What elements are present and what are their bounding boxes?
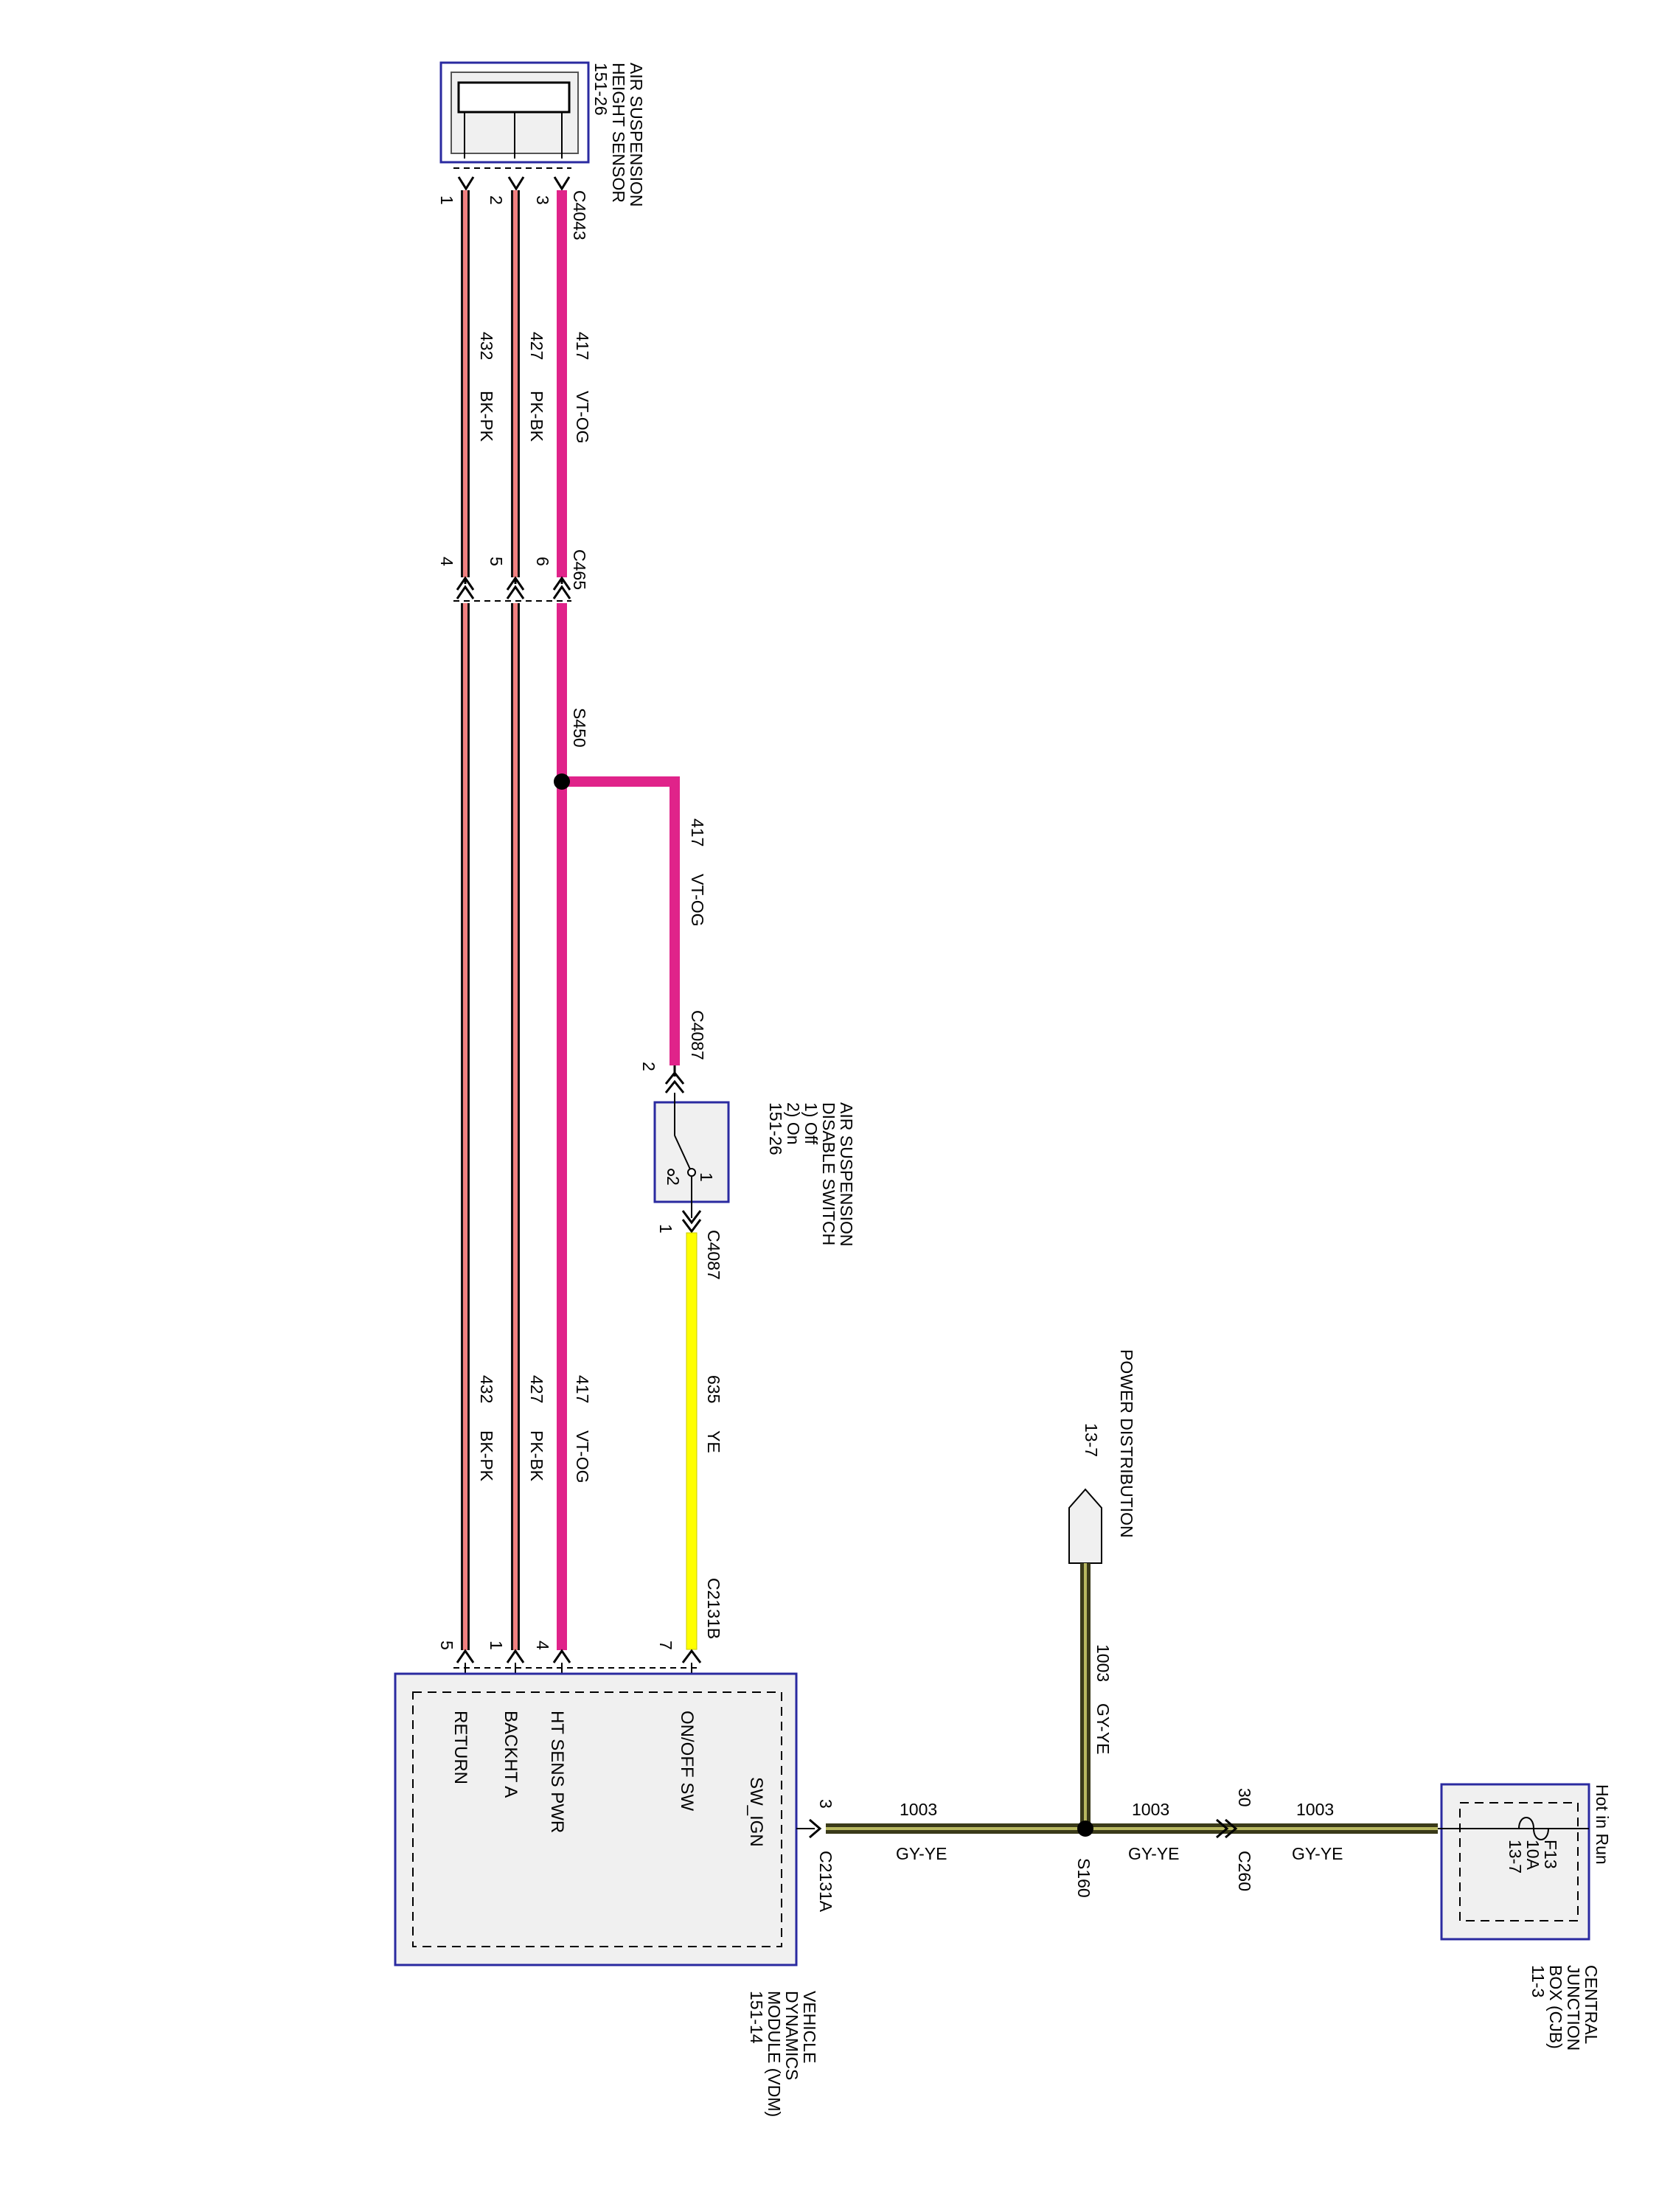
vdm-label: VEHICLE DYNAMICS MODULE (VDM) 151-14 <box>747 1991 819 2117</box>
c2131a-label: C2131A <box>816 1851 835 1913</box>
vdm-label-line-2: DYNAMICS <box>782 1991 801 2080</box>
disable-switch <box>653 1093 730 1218</box>
wire-1003-circuit-h3: 1003 <box>1296 1800 1334 1819</box>
wire-417-circuit-branch: 417 <box>688 818 707 846</box>
wire-1003-circuit-h1: 1003 <box>900 1800 937 1819</box>
power-dist-line-1: POWER DISTRIBUTION <box>1117 1349 1136 1538</box>
wire-427-circuit-2: 427 <box>527 1375 546 1403</box>
fuse-line-3: 13-7 <box>1506 1840 1525 1874</box>
wire-1003-color-h2: GY-YE <box>1128 1844 1179 1863</box>
c4087-bottom-connector <box>681 1210 702 1234</box>
power-dist-line-2: 13-7 <box>1082 1423 1101 1457</box>
c2131a-connector <box>796 1818 822 1839</box>
c465-pin-5: 5 <box>487 557 506 566</box>
fuse-line-2: 10A <box>1523 1840 1543 1871</box>
switch-pin-2: 2 <box>664 1176 683 1186</box>
switch-label-line-5: 151-26 <box>766 1102 785 1155</box>
switch-pin-1: 1 <box>697 1172 716 1182</box>
wires-segment-1 <box>461 190 567 577</box>
c4087-top-connector <box>664 1065 685 1093</box>
wire-432-circuit-2: 432 <box>477 1375 496 1403</box>
switch-label-line-1: AIR SUSPENSION <box>837 1102 856 1247</box>
wire-1003-network <box>826 1563 1438 1837</box>
vdm-pin-on-off-sw: ON/OFF SW <box>677 1711 697 1811</box>
cjb-label-line-1: CENTRAL <box>1582 1965 1601 2045</box>
wire-1003-circuit-vert: 1003 <box>1093 1644 1113 1682</box>
switch-label-line-4: 2) On <box>784 1102 803 1145</box>
wire-417-circuit-1: 417 <box>573 332 592 360</box>
c465-pin-6: 6 <box>533 557 552 566</box>
c2131a-pin: 3 <box>816 1799 835 1809</box>
vdm-label-line-3: MODULE (VDM) <box>765 1991 784 2117</box>
wire-432-color-1: BK-PK <box>477 391 496 442</box>
wire-432-circuit-1: 432 <box>477 332 496 360</box>
wires-segment-2 <box>461 603 680 1650</box>
vdm-label-line-1: VEHICLE <box>800 1991 819 2063</box>
fuse-line-1: F13 <box>1541 1840 1560 1869</box>
c4087-top-pin: 2 <box>639 1062 658 1071</box>
wire-1003-circuit-h2: 1003 <box>1132 1800 1169 1819</box>
power-distribution-label: POWER DISTRIBUTION 13-7 <box>1082 1349 1136 1538</box>
vdm-pin-return: RETURN <box>451 1711 470 1784</box>
s160-label: S160 <box>1074 1858 1093 1898</box>
wire-427-circuit-1: 427 <box>527 332 546 360</box>
disable-switch-label: AIR SUSPENSION DISABLE SWITCH 1) Off 2) … <box>766 1102 856 1247</box>
cjb-label-line-2: JUNCTION <box>1564 1965 1583 2051</box>
c465-pin-4: 4 <box>437 557 456 566</box>
c4043-pin-2: 2 <box>487 195 506 205</box>
c260-pin: 30 <box>1235 1788 1254 1807</box>
height-sensor-line-2: HEIGHT SENSOR <box>609 63 628 203</box>
wire-1003-color-vert: GY-YE <box>1093 1703 1113 1754</box>
cjb-module <box>1438 1783 1590 1941</box>
wire-635-color: YE <box>704 1430 723 1453</box>
vdm-pin-sw-ign: SW_IGN <box>746 1777 766 1847</box>
vdm-pin-backht-a: BACKHT A <box>501 1711 521 1798</box>
cjb-label: CENTRAL JUNCTION BOX (CJB) 11-3 <box>1528 1965 1601 2051</box>
c4087-bottom-pin: 1 <box>656 1224 675 1234</box>
height-sensor <box>439 61 590 169</box>
c4043-pin-3: 3 <box>533 195 552 205</box>
height-sensor-label: AIR SUSPENSION HEIGHT SENSOR 151-26 <box>591 63 646 207</box>
hot-in-run-label: Hot in Run <box>1593 1784 1612 1865</box>
wire-1003-color-h3: GY-YE <box>1292 1844 1343 1863</box>
vdm-pin-ht-sens-pwr: HT SENS PWR <box>547 1711 567 1833</box>
c2131b-pin-4: 4 <box>533 1641 552 1650</box>
c465-connector <box>453 576 571 602</box>
fuse-label: F13 10A 13-7 <box>1506 1840 1560 1874</box>
c2131b-pin-1: 1 <box>487 1641 506 1650</box>
height-sensor-line-3: 151-26 <box>591 63 611 116</box>
s450-label: S450 <box>570 708 589 748</box>
wire-417-circuit-2: 417 <box>573 1375 592 1403</box>
c4043-pin-1: 1 <box>437 195 456 205</box>
switch-label-line-3: 1) Off <box>801 1102 821 1145</box>
c260-label: C260 <box>1235 1851 1254 1891</box>
c2131b-pin-7: 7 <box>656 1641 675 1650</box>
c4087-top-label: C4087 <box>688 1010 707 1060</box>
c2131b-pin-5: 5 <box>437 1641 456 1650</box>
c465-label: C465 <box>570 549 589 590</box>
height-sensor-line-1: AIR SUSPENSION <box>627 63 646 207</box>
c4043-connector <box>457 176 571 191</box>
wire-1003-color-h1: GY-YE <box>896 1844 947 1863</box>
cjb-label-line-4: 11-3 <box>1528 1965 1548 1997</box>
c260-connector <box>1216 1818 1238 1839</box>
wire-432-color-2: BK-PK <box>477 1430 496 1482</box>
fuse-icon <box>1518 1817 1549 1840</box>
wire-417-color-1: VT-OG <box>573 391 592 444</box>
wire-427-color-1: PK-BK <box>527 391 546 442</box>
power-distribution-symbol <box>1068 1488 1102 1564</box>
cjb-label-line-3: BOX (CJB) <box>1546 1965 1565 2049</box>
switch-label-line-2: DISABLE SWITCH <box>819 1102 838 1245</box>
c2131b-label: C2131B <box>704 1578 723 1639</box>
vdm-module <box>394 1672 798 1966</box>
c4087-bottom-label: C4087 <box>704 1230 723 1280</box>
wire-417-color-2: VT-OG <box>573 1430 592 1484</box>
vdm-label-line-4: 151-14 <box>747 1991 766 2044</box>
wire-635 <box>686 1232 698 1650</box>
wire-427-color-2: PK-BK <box>527 1430 546 1482</box>
wire-635-circuit: 635 <box>704 1375 723 1403</box>
c4043-label: C4043 <box>570 190 589 240</box>
wire-417-color-branch: VT-OG <box>688 874 707 927</box>
